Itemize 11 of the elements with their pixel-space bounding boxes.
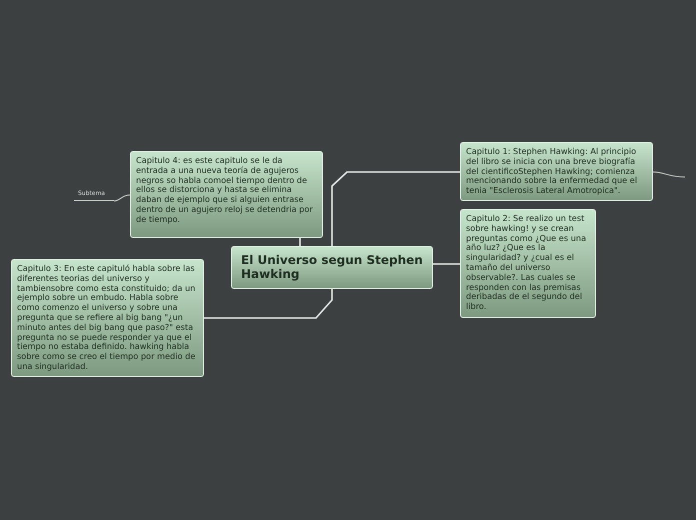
subtopic-box: Capitulo 1: Stephen Hawking: Al principio del libro se inicia con una breve biografía del cientificoStephen Hawking; comienza mencionando sobre la enfermedad que el tenia "Esclerosis Lateral Amotropica". — [460, 142, 653, 201]
connector-line — [652, 172, 686, 178]
connector-line — [204, 289, 333, 319]
subtopic-box: Capitulo 3: En este capituló habla sobre las diferentes teorias del universo y tambiensobre como esta constituido; da un ejemplo sobre un embudo. Habla sobre como comenzo el universo y sobre una pregunta que se refiere al big bang "¿un minuto antes del big bang que paso?" esta pregunta no se puede responder ya que el tiempo no estaba definido. hawking habla sobre como se creo el tiempo por medio de una singularidad. — [11, 259, 204, 377]
subtopic-box: Capitulo 4: es este capitulo se le da entrada a una nueva teoría de agujeros negros so habla comoel tiempo dentro de ellos se distorciona y hasta se elimina daban de ejemplo que si alguien entrase dentro de un agujero reloj se detendria por de tiempo. — [130, 151, 323, 238]
topic-box: El Universo segun Stephen Hawking — [231, 246, 433, 289]
connector-line — [433, 263, 460, 265]
connector-line — [299, 238, 301, 246]
subtopic-box: Capitulo 2: Se realizo un test sobre hawking! y se crean preguntas como ¿Que es una año luz? ¿Que es la singularidad? y ¿cual es el tamaño del universo observable?. Las cuales se responden con las premisas deribadas de el segundo del libro. — [460, 209, 596, 318]
connector-line — [331, 171, 460, 246]
connector-line — [114, 194, 130, 202]
